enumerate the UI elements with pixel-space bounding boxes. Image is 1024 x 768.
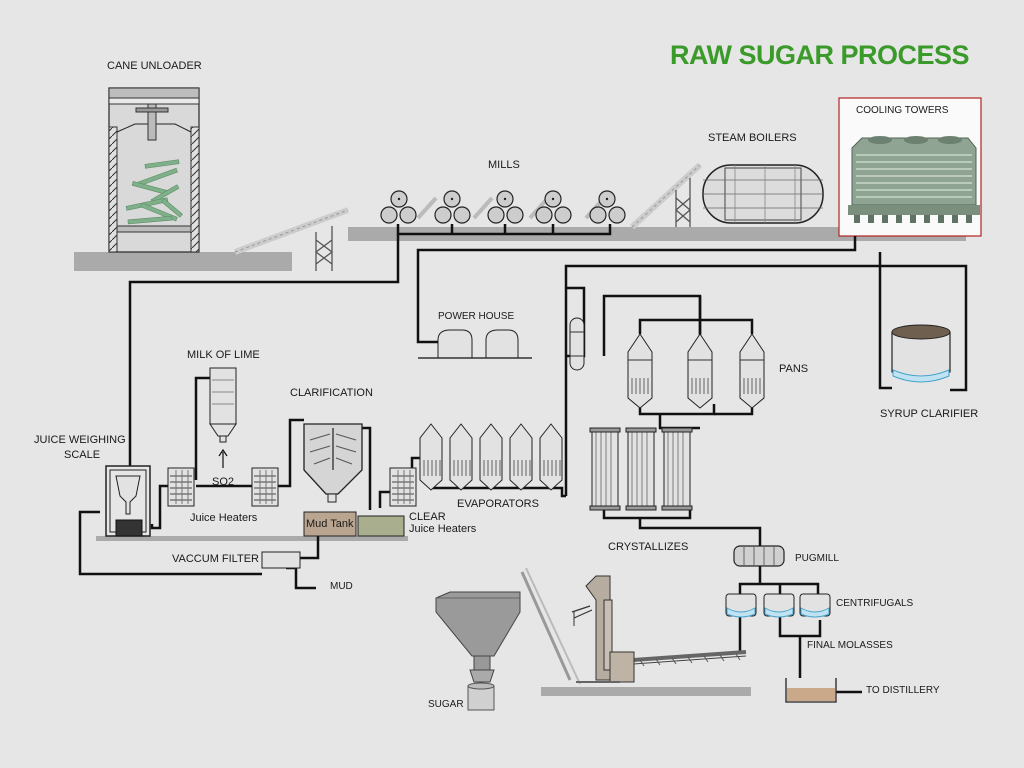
crystallizer-1 [589,427,621,511]
pan-2 [687,333,713,409]
mill-5 [589,190,626,224]
juice-heater-2 [251,467,279,507]
centrifugal-3 [799,593,831,618]
pan-1 [627,333,653,409]
label-mills: MILLS [488,159,520,171]
cane-conveyor [233,207,350,271]
label-clear-juice-heaters: Juice Heaters [409,523,477,535]
label-so2: SO2 [212,476,235,488]
power-house [418,329,532,359]
label-sugar: SUGAR [428,699,464,710]
label-crystallizes: CRYSTALLIZES [608,541,689,553]
ground-platforms [74,227,966,696]
evaporator-1 [419,423,443,491]
centrifugals [725,593,831,618]
separator-vessel [569,317,585,371]
label-pugmill: PUGMILL [795,553,839,564]
page-title: RAW SUGAR PROCESS [670,40,970,70]
final-molasses-tank [785,678,837,703]
juice-heater-1 [167,467,195,507]
crystallizer-3 [661,427,693,511]
label-clear: CLEAR [409,511,446,523]
centrifugal-1 [725,593,757,618]
label-centrifugals: CENTRIFUGALS [836,598,914,609]
label-juice-heaters: Juice Heaters [190,512,258,524]
clear-juice-heater [389,467,417,507]
clarifier [303,423,363,503]
pugmill [733,545,785,567]
crystallizer-2 [625,427,657,511]
cooling-towers [838,97,982,237]
mill-2 [434,190,471,224]
label-steam-boilers: STEAM BOILERS [708,132,797,144]
label-juice-weighing-scale: SCALE [64,449,101,461]
syrup-clarifier [891,324,951,383]
crystallizers [589,427,693,511]
evaporator-5 [539,423,563,491]
cane-stalks [125,159,183,225]
cane-unloader [108,87,200,253]
sugar-belt-conveyor [520,567,620,685]
vaccum-filter [261,551,301,569]
label-clarification: CLARIFICATION [290,387,373,399]
label-cooling-towers: COOLING TOWERS [856,105,949,116]
label-power-house: POWER HOUSE [438,311,515,322]
label-pans: PANS [779,363,809,375]
label-vaccum-filter: VACCUM FILTER [172,553,259,565]
evaporators [419,423,563,491]
sugar-hopper [435,591,521,711]
evaporator-3 [479,423,503,491]
label-evaporators: EVAPORATORS [457,498,539,510]
label-to-distillery: TO DISTILLERY [866,685,940,696]
label-final-molasses: FINAL MOLASSES [807,640,893,651]
evaporator-2 [449,423,473,491]
steam-boiler [702,164,824,224]
so2-arrow [218,448,228,468]
label-syrup-clarifier: SYRUP CLARIFIER [880,408,979,420]
vacuum-pans [627,333,765,409]
mill-4 [535,190,572,224]
juice-weighing-scale [105,465,151,537]
mill-3 [487,190,524,224]
clear-juice-tank [357,515,405,537]
evaporator-4 [509,423,533,491]
mills [380,190,626,224]
label-cane-unloader: CANE UNLOADER [107,60,202,72]
mud-tank [303,511,357,537]
milk-of-lime-tank [209,367,237,443]
centrifugal-2 [763,593,795,618]
label-juice-weighing: JUICE WEIGHING [34,434,126,446]
mill-1 [380,190,417,224]
label-milk-of-lime: MILK OF LIME [187,349,260,361]
pan-3 [739,333,765,409]
label-mud: MUD [330,581,353,592]
bagasse-conveyor [629,162,703,230]
bucket-elevator [571,575,635,683]
sugar-conveyor [633,650,747,667]
label-mud-tank: Mud Tank [306,518,354,530]
